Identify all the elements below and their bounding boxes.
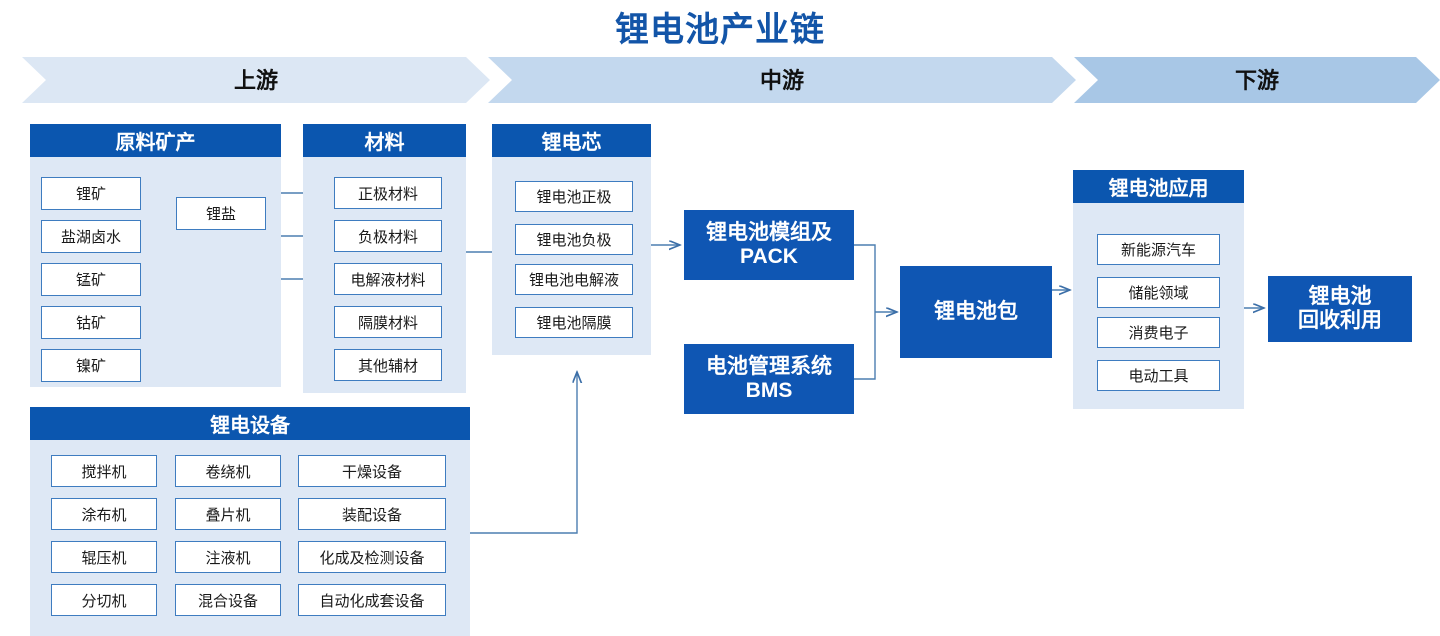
cell-item-2[interactable]: 锂电池电解液	[515, 264, 633, 295]
stage-downstream-label: 下游	[1234, 68, 1279, 93]
raw-material-item-2[interactable]: 锰矿	[41, 263, 141, 296]
recycling-node[interactable]: 锂电池 回收利用	[1268, 276, 1412, 342]
equipment-item-c1r3[interactable]: 混合设备	[175, 584, 281, 616]
equipment-item-c1r2-label: 注液机	[205, 549, 251, 567]
material-item-1[interactable]: 负极材料	[334, 220, 442, 252]
pack-module-node[interactable]: 锂电池模组及 PACK	[684, 210, 854, 280]
material-item-2-label: 电解液材料	[350, 271, 426, 289]
stage-midstream[interactable]: 中游	[488, 57, 1076, 103]
stage-upstream-label: 上游	[233, 68, 278, 93]
equipment-item-c2r3-label: 自动化成套设备	[319, 592, 425, 610]
equipment-item-c0r3[interactable]: 分切机	[51, 584, 157, 616]
equipment-item-c1r2[interactable]: 注液机	[175, 541, 281, 573]
panel-materials-title: 材料	[364, 132, 405, 154]
recycling-label-line2: 回收利用	[1298, 309, 1382, 332]
stage-upstream[interactable]: 上游	[22, 57, 490, 103]
equipment-item-c2r0-label: 干燥设备	[341, 463, 402, 481]
equipment-item-c0r0[interactable]: 搅拌机	[51, 455, 157, 487]
cell-item-0-label: 锂电池正极	[536, 189, 612, 206]
lithium-salt-box[interactable]: 锂盐	[176, 197, 266, 230]
cell-item-2-label: 锂电池电解液	[528, 272, 619, 289]
panel-cell-title: 锂电芯	[541, 132, 602, 154]
application-item-3-label: 电动工具	[1128, 368, 1189, 385]
application-item-1[interactable]: 储能领域	[1097, 277, 1220, 308]
equipment-item-c0r2[interactable]: 辊压机	[51, 541, 157, 573]
panel-cell-header: 锂电芯	[492, 124, 651, 157]
equipment-item-c2r3[interactable]: 自动化成套设备	[298, 584, 446, 616]
cell-item-1[interactable]: 锂电池负极	[515, 224, 633, 255]
application-item-2-label: 消费电子	[1128, 325, 1189, 342]
material-item-3[interactable]: 隔膜材料	[334, 306, 442, 338]
application-item-0-label: 新能源汽车	[1120, 242, 1196, 259]
material-item-2[interactable]: 电解液材料	[334, 263, 442, 295]
raw-material-item-0[interactable]: 锂矿	[41, 177, 141, 210]
recycling-label-line1: 锂电池	[1308, 284, 1372, 308]
panel-application-title: 锂电池应用	[1108, 178, 1209, 200]
battery-pack-node[interactable]: 锂电池包	[900, 266, 1052, 358]
raw-material-item-3[interactable]: 钴矿	[41, 306, 141, 339]
equipment-item-c2r2[interactable]: 化成及检测设备	[298, 541, 446, 573]
cell-item-0[interactable]: 锂电池正极	[515, 181, 633, 212]
equipment-item-c2r2-label: 化成及检测设备	[319, 549, 425, 567]
application-item-0[interactable]: 新能源汽车	[1097, 234, 1220, 265]
equipment-item-c1r0[interactable]: 卷绕机	[175, 455, 281, 487]
pack-module-label-line1: 锂电池模组及	[706, 220, 832, 244]
cell-item-1-label: 锂电池负极	[536, 232, 612, 249]
bms-label-line2: BMS	[745, 379, 793, 402]
equipment-item-c0r1[interactable]: 涂布机	[51, 498, 157, 530]
stage-midstream-label: 中游	[759, 68, 804, 93]
raw-material-item-1[interactable]: 盐湖卤水	[41, 220, 141, 253]
raw-material-item-4[interactable]: 镍矿	[41, 349, 141, 382]
pack-module-label-line2: PACK	[740, 245, 798, 268]
material-item-0[interactable]: 正极材料	[334, 177, 442, 209]
lithium-salt-label: 锂盐	[205, 206, 236, 223]
raw-material-item-0-label: 锂矿	[75, 186, 106, 203]
panel-equipment-title: 锂电设备	[210, 415, 290, 437]
equipment-item-c2r0[interactable]: 干燥设备	[298, 455, 446, 487]
material-item-4-label: 其他辅材	[357, 357, 418, 375]
equipment-item-c0r2-label: 辊压机	[81, 549, 127, 567]
equipment-item-c2r1[interactable]: 装配设备	[298, 498, 446, 530]
equipment-item-c0r1-label: 涂布机	[81, 506, 127, 524]
material-item-1-label: 负极材料	[357, 228, 418, 246]
panel-materials-header: 材料	[303, 124, 466, 157]
material-item-0-label: 正极材料	[357, 185, 418, 203]
material-item-4[interactable]: 其他辅材	[334, 349, 442, 381]
equipment-item-c1r3-label: 混合设备	[197, 592, 258, 610]
equipment-item-c1r1[interactable]: 叠片机	[175, 498, 281, 530]
page-title: 锂电池产业链	[615, 11, 825, 49]
stage-downstream[interactable]: 下游	[1074, 57, 1440, 103]
equipment-item-c1r0-label: 卷绕机	[205, 463, 251, 481]
raw-material-item-4-label: 镍矿	[75, 358, 106, 375]
bms-node[interactable]: 电池管理系统 BMS	[684, 344, 854, 414]
application-item-2[interactable]: 消费电子	[1097, 317, 1220, 348]
raw-material-item-3-label: 钴矿	[75, 315, 106, 332]
equipment-item-c0r0-label: 搅拌机	[81, 463, 127, 481]
raw-material-item-1-label: 盐湖卤水	[60, 229, 121, 246]
bms-label-line1: 电池管理系统	[706, 354, 832, 378]
application-item-1-label: 储能领域	[1128, 285, 1189, 302]
panel-equipment-header: 锂电设备	[30, 407, 470, 440]
stage-band: 上游 中游 下游	[0, 57, 1440, 103]
panel-raw-materials-header: 原料矿产	[30, 124, 281, 157]
equipment-item-c0r3-label: 分切机	[81, 592, 127, 610]
cell-item-3-label: 锂电池隔膜	[536, 315, 612, 332]
battery-pack-label: 锂电池包	[934, 299, 1018, 323]
equipment-item-c2r1-label: 装配设备	[341, 506, 402, 524]
raw-material-item-2-label: 锰矿	[75, 272, 106, 289]
panel-raw-materials-title: 原料矿产	[115, 132, 196, 154]
equipment-item-c1r1-label: 叠片机	[205, 506, 251, 524]
cell-item-3[interactable]: 锂电池隔膜	[515, 307, 633, 338]
application-item-3[interactable]: 电动工具	[1097, 360, 1220, 391]
material-item-3-label: 隔膜材料	[357, 314, 418, 332]
panel-application-header: 锂电池应用	[1073, 170, 1244, 203]
